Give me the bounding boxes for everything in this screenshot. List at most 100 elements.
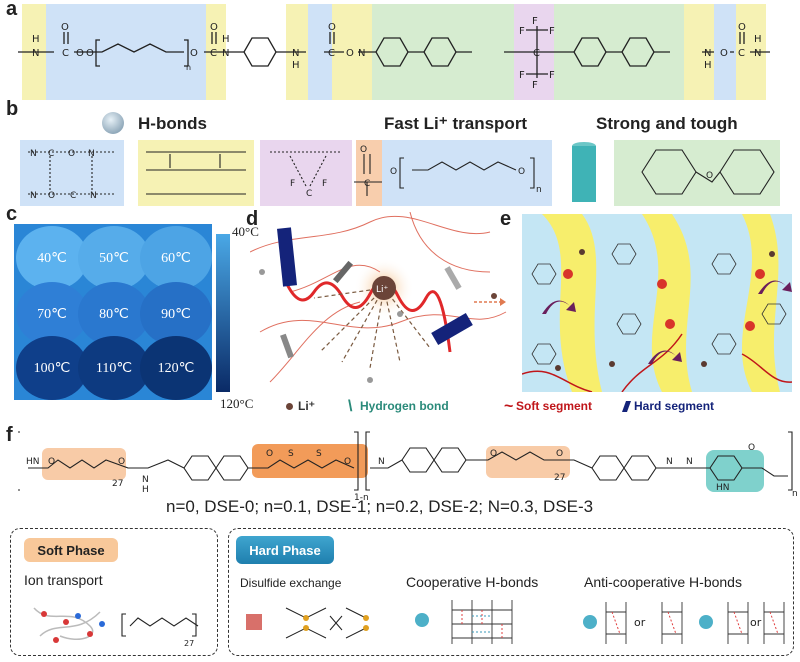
svg-text:N: N [378,457,385,467]
ion-transport-label: Ion transport [24,572,103,588]
legend-soft-label: Soft segment [516,399,593,413]
hbond-sphere-icon [102,112,124,134]
svg-text:C: C [70,191,76,201]
hard-segment-block [277,227,297,287]
svg-text:O: O [706,171,713,181]
svg-text:C: C [738,48,745,59]
panel-label-f: f [6,424,13,446]
peg-highlight [486,446,570,478]
svg-text:O: O [556,449,563,459]
well-60: 60℃ [140,226,212,290]
svg-text:C: C [364,179,370,189]
anti-cooperative-hbonds-label: Anti-cooperative H-bonds [584,574,742,590]
svg-text:n: n [536,185,542,195]
svg-text:C: C [533,48,540,59]
legend-li-dot [286,403,293,410]
color-scale-bar [216,234,230,392]
svg-text:O: O [490,449,497,459]
svg-text:O: O [48,457,55,467]
legend-hard-mark [621,401,632,412]
legend-soft-mark: ~ [504,398,514,415]
scale-bottom-label: 120°C [220,396,254,411]
svg-text:O: O [346,48,354,59]
svg-text:N: N [30,149,37,159]
well-80: 80℃ [78,282,150,346]
legend-hard-label: Hard segment [634,399,715,413]
svg-text:N: N [90,191,97,201]
svg-text:HN: HN [716,483,730,493]
svg-text:C: C [210,48,217,59]
svg-text:N: N [292,48,299,59]
svg-text:N: N [754,48,761,59]
well-100: 100℃ [16,336,88,400]
peo-chain [412,161,517,171]
well-120: 120℃ [140,336,212,400]
svg-text:n: n [792,489,798,499]
svg-text:F: F [519,26,525,37]
benzene-ring [243,37,277,67]
svg-text:H: H [222,34,230,45]
svg-text:N: N [704,48,711,59]
svg-text:N: N [666,457,673,467]
hbond-blue-box [20,140,124,206]
svg-text:or: or [750,616,762,629]
svg-text:O: O [48,191,55,201]
svg-text:N: N [222,48,229,59]
svg-text:C: C [62,48,69,59]
svg-text:O: O [738,22,746,33]
benzene-ring [423,37,457,67]
svg-text:N: N [358,48,365,59]
well-90: 90℃ [140,282,212,346]
svg-text:F: F [519,70,525,81]
well-50: 50℃ [78,226,150,290]
transport-blue-box [382,140,552,206]
svg-text:O: O [118,457,125,467]
svg-text:n: n [186,63,191,72]
soft-phase-badge: Soft Phase [24,538,118,562]
svg-text:O: O [360,145,367,155]
svg-text:H: H [142,485,149,495]
benzene-ring [573,37,607,67]
well-plate-photo: 40℃ 50℃ 60℃ 70℃ 80℃ 90℃ 100℃ 110℃ 120℃ [14,224,212,400]
svg-text:N: N [88,149,95,159]
svg-text:F: F [549,26,555,37]
svg-text:S: S [316,449,322,459]
hbond-sphere-icon [415,613,429,627]
soft-phase-box [10,528,218,656]
hbonds-title: H-bonds [138,114,207,133]
svg-text:O: O [344,457,351,467]
svg-text:27: 27 [184,639,194,648]
benzene-ring [375,37,409,67]
hard-phase-illustrations: or or [246,600,785,644]
svg-text:O: O [328,22,336,33]
svg-text:O: O [518,167,525,177]
panel-label-d: d [246,208,259,230]
svg-text:O: O [266,449,273,459]
main-chain [18,43,770,53]
legend-hbond-label: Hydrogen bond [360,399,449,413]
svg-text:O: O [190,48,198,59]
svg-text:O: O [86,48,94,59]
disulfide-cube-icon [246,614,262,630]
svg-text:H: H [292,60,300,71]
disulfide-exchange-label: Disulfide exchange [240,576,342,590]
svg-text:O: O [748,443,755,453]
hbond-yellow-box [138,140,254,206]
bracket-left [95,39,100,67]
benzene-ring [621,37,655,67]
svg-text:C: C [328,48,335,59]
cooperative-hbonds-label: Cooperative H-bonds [406,574,539,590]
li-ion-label: Li⁺ [376,285,389,295]
soft-domain-band [642,214,692,392]
bracket-right [184,39,189,67]
svg-text:C: C [306,189,312,199]
svg-text:F: F [532,16,538,27]
svg-text:H: H [32,34,40,45]
well-70: 70℃ [16,282,88,346]
svg-text:O: O [68,149,75,159]
legend-li-label: Li⁺ [298,399,315,413]
soft-segment-wave [284,280,452,353]
svg-text:O: O [390,167,397,177]
